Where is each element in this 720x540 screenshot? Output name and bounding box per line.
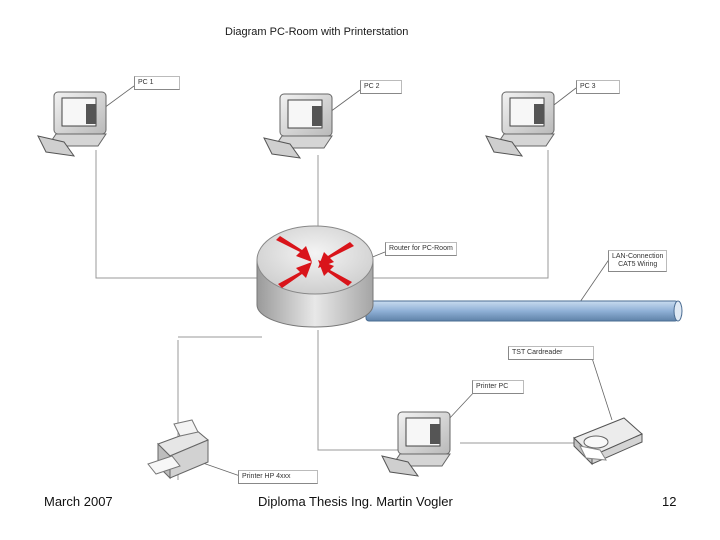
- label-pc2: PC 2: [360, 80, 402, 94]
- computer-icon-pc1: [37, 91, 107, 157]
- computer-icon-pc3: [485, 91, 555, 157]
- lan-cable-icon: [365, 300, 683, 322]
- router-icon: [256, 225, 374, 328]
- label-router: Router for PC-Room: [385, 242, 457, 256]
- label-lan-line2: CAT5 Wiring: [618, 261, 658, 268]
- footer-thesis: Diploma Thesis Ing. Martin Vogler: [258, 494, 453, 509]
- diagram-title: Diagram PC-Room with Printerstation: [225, 26, 409, 38]
- wire-printerpc: [317, 330, 405, 451]
- label-printerpc: Printer PC: [472, 380, 524, 394]
- label-pc1: PC 1: [134, 76, 180, 90]
- leader-printerpc: [447, 389, 477, 421]
- label-lan: LAN-Connection CAT5 Wiring: [608, 250, 668, 272]
- leader-cardreader: [591, 357, 613, 421]
- label-lan-line1: LAN-Connection: [612, 253, 664, 260]
- label-cardreader: TST Cardreader: [508, 346, 594, 360]
- card-reader-icon: [573, 417, 643, 466]
- leader-lan: [579, 257, 611, 303]
- wire-pc3-router: [372, 150, 549, 279]
- leader-pc1: [103, 85, 135, 109]
- printer-icon: [147, 419, 209, 480]
- computer-icon-printerpc: [381, 411, 451, 477]
- label-printer: Printer HP 4xxx: [238, 470, 318, 484]
- label-pc3: PC 3: [576, 80, 620, 94]
- wire-pc1-router: [95, 150, 262, 279]
- leader-pc2: [329, 89, 361, 113]
- footer-date: March 2007: [44, 494, 113, 509]
- leader-printer: [199, 461, 241, 477]
- wiring: [95, 150, 600, 480]
- footer-page-number: 12: [662, 494, 677, 509]
- computer-icon-pc2: [263, 93, 333, 159]
